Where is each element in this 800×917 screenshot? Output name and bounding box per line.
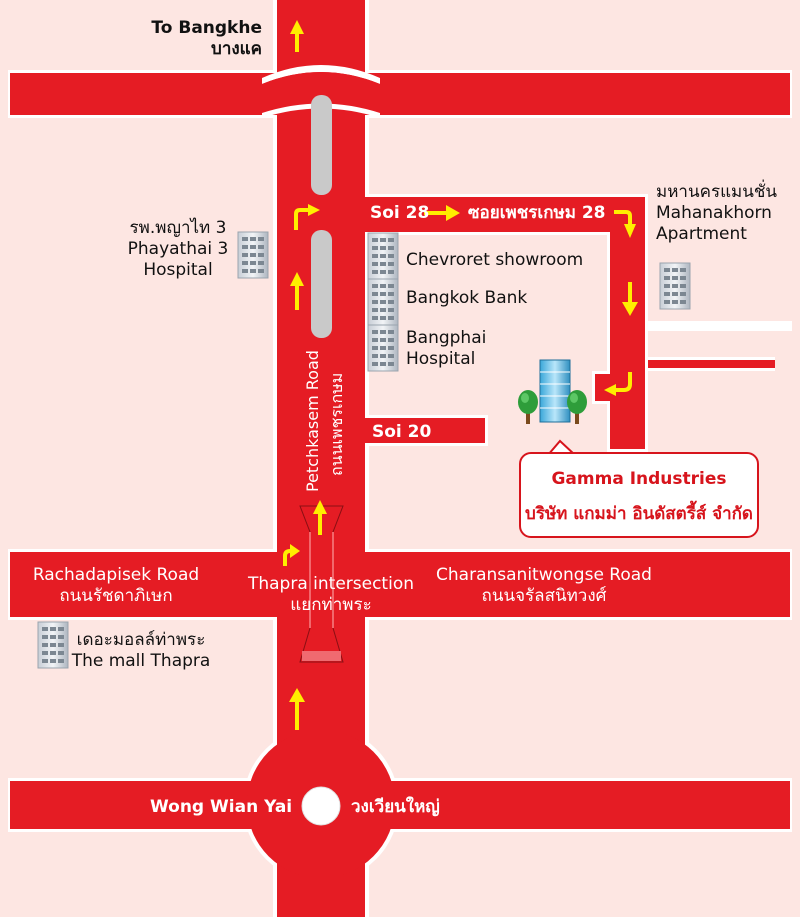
road-soi20 (358, 418, 485, 443)
building-icon (367, 232, 399, 280)
wongwian-th-label: วงเวียนใหญ่ (351, 797, 440, 817)
arrow-icon (294, 204, 320, 230)
direction-arrows (283, 20, 638, 730)
road-soi28 (358, 197, 645, 232)
tree-icon (567, 390, 587, 424)
road-rachadapisek-charansanit (10, 552, 790, 617)
chevroret-label: Chevroret showroom (406, 250, 584, 270)
tree-icon (518, 390, 538, 424)
arrow-icon (290, 20, 304, 52)
overpass-edge (262, 65, 380, 84)
office-tower-icon (539, 359, 571, 423)
arrow-icon (283, 544, 300, 566)
thapra-overpass (299, 505, 344, 663)
arrow-icon (313, 500, 327, 535)
roundabout-center (301, 786, 341, 826)
overpass (262, 72, 380, 113)
bangphai-label: Bangphai Hospital (406, 328, 487, 369)
rachadapisek-label: Rachadapisek Road ถนนรัชดาภิเษก (32, 565, 200, 606)
road-top (10, 73, 790, 115)
soi28-th-label: ซอยเพชรเกษม 28 (468, 203, 606, 223)
mahanakhorn-label: มหานครแมนชั่น Mahanakhorn Apartment (656, 182, 778, 244)
petchkasem-en-label: Petchkasem Road (303, 350, 322, 492)
company-name-en: Gamma Industries (551, 469, 727, 489)
arrow-icon (614, 210, 636, 238)
medians (311, 95, 332, 338)
bangkok-bank-label: Bangkok Bank (406, 288, 528, 308)
arrow-icon (290, 272, 304, 310)
building-icon (659, 262, 691, 310)
road-wongwian (10, 781, 790, 829)
to-bangkhe-label: To Bangkhe บางแค (151, 18, 262, 59)
road-soi28-south (610, 197, 645, 449)
charansanit-label: Charansanitwongse Road ถนนจรัลสนิทวงศ์ (436, 565, 652, 606)
phayathai-label: รพ.พญาไท 3 Phayathai 3 Hospital (127, 218, 229, 280)
wongwian-en-label: Wong Wian Yai (150, 797, 293, 817)
thapra-label: Thapra intersection แยกท่าพระ (247, 574, 414, 615)
arrow-icon (424, 205, 460, 221)
company-callout: Gamma Industries บริษัท แกมม่า อินดัสตรี… (519, 452, 759, 538)
company-name-th: บริษัท แกมม่า อินดัสตรี้ส์ จำกัด (525, 504, 753, 524)
soi28-en-label: Soi 28 (370, 203, 430, 223)
petchkasem-th-label: ถนนเพชรเกษม (327, 373, 346, 476)
building-icon (37, 621, 69, 669)
building-icon (367, 324, 399, 372)
mall-label: เดอะมอลล์ท่าพระ The mall Thapra (71, 630, 211, 671)
soi20-label: Soi 20 (372, 422, 432, 442)
arrow-icon (289, 688, 305, 730)
arrow-icon (622, 282, 638, 316)
arrow-icon (604, 372, 632, 396)
building-icon (367, 278, 399, 326)
